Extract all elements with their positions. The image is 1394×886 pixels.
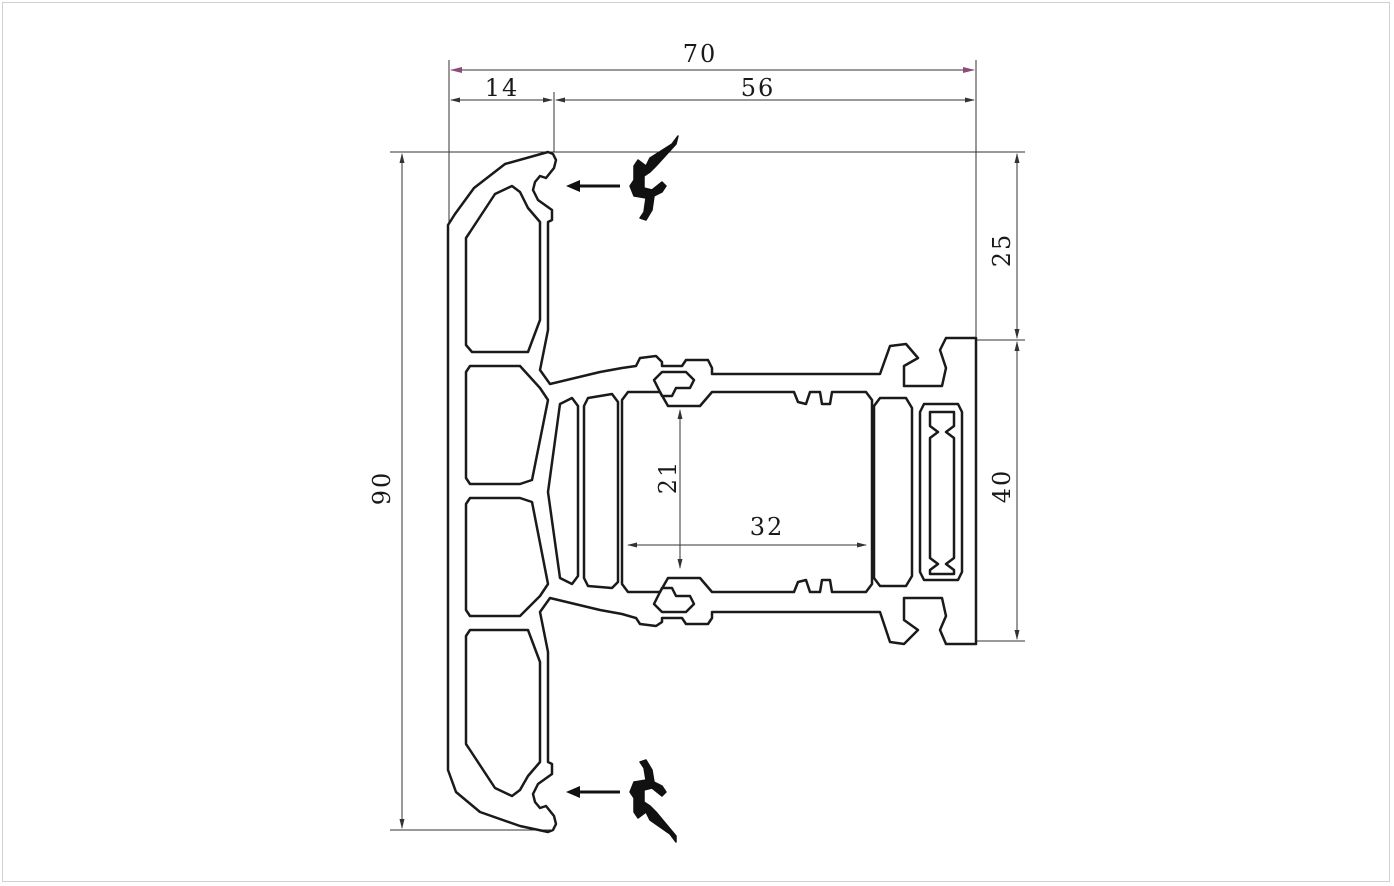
profile-outline <box>446 150 978 834</box>
dimension-lines <box>390 60 1025 831</box>
insert-arrow-icon <box>566 786 620 798</box>
gasket-icon <box>629 135 679 221</box>
dim-top-offset: 25 <box>988 233 1016 268</box>
gasket-icon <box>629 759 677 843</box>
insert-arrow-icon <box>566 180 620 192</box>
dim-right-height: 40 <box>988 469 1016 504</box>
dim-inner-width: 32 <box>750 513 785 541</box>
dim-overall-height: 90 <box>368 471 396 506</box>
dim-left-width: 14 <box>485 74 520 102</box>
dim-inner-height: 21 <box>654 460 682 495</box>
dim-overall-width: 70 <box>683 40 718 68</box>
dim-right-width: 56 <box>741 74 776 102</box>
